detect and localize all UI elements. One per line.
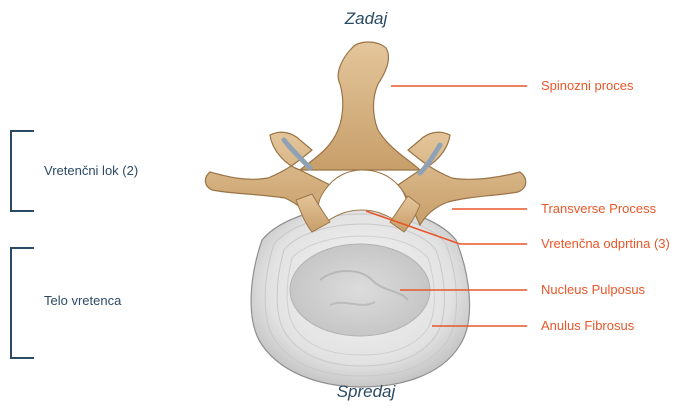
orientation-bottom: Spredaj — [337, 382, 396, 402]
label-vertebral-body: Telo vretenca — [44, 293, 121, 308]
label-transverse-process: Transverse Process — [541, 201, 656, 216]
label-anulus-fibrosus: Anulus Fibrosus — [541, 318, 634, 333]
intervertebral-disc — [251, 205, 470, 387]
label-vertebral-arch: Vretenčni lok (2) — [44, 163, 138, 178]
label-nucleus-pulposus: Nucleus Pulposus — [541, 282, 645, 297]
label-vertebral-foramen: Vretenčna odprtina (3) — [541, 236, 670, 251]
arch-bracket — [11, 131, 34, 211]
orientation-top: Zadaj — [345, 9, 388, 29]
vertebral-arch — [205, 42, 525, 232]
label-spinous-process: Spinozni proces — [541, 78, 634, 93]
body-bracket — [11, 248, 34, 358]
